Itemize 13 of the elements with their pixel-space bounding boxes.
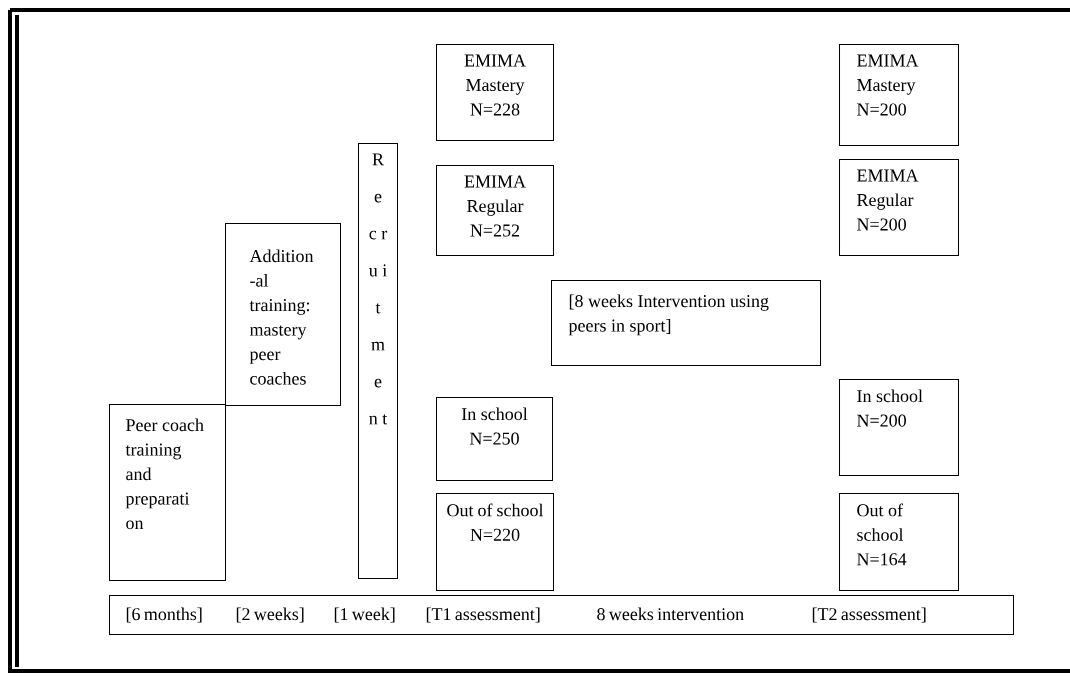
intervention-box: [8 weeks Intervention using peers in sport] <box>551 280 821 366</box>
timeline-bar: [6 months] [2 weeks] [1 week] [T1 assessment] 8 weeks intervention [T2 assessment] <box>109 595 1014 635</box>
group-box: EMIMA Regular N=200 <box>839 159 959 256</box>
group-box: EMIMA Regular N=252 <box>436 165 554 256</box>
group-box: In school N=250 <box>436 397 553 481</box>
group-box: EMIMA Mastery N=228 <box>436 44 554 141</box>
group-box: EMIMA Mastery N=200 <box>839 44 959 146</box>
stage-box: Addition -al training: mastery peer coaches <box>225 223 341 406</box>
group-box: Out of school N=220 <box>436 493 554 591</box>
vertical-text-box: R e c r u i t m e n t <box>358 143 398 579</box>
stage-box: Peer coach training and preparati on <box>109 404 226 581</box>
group-box: In school N=200 <box>839 379 959 476</box>
group-box: Out of school N=164 <box>839 493 959 591</box>
